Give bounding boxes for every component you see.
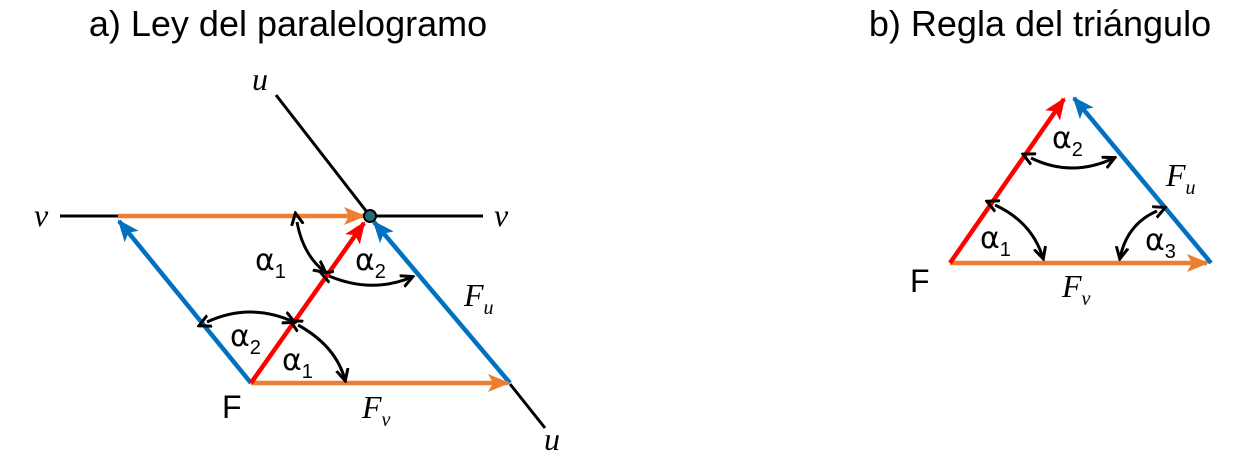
point-label-f: F bbox=[222, 389, 242, 425]
panel-b-title: b) Regla del triángulo bbox=[869, 3, 1211, 44]
angle-label-alpha2-lower: α2 bbox=[230, 319, 261, 359]
angle-arc-alpha1-lower bbox=[298, 325, 345, 380]
panel-b-triangle: b) Regla del triángulo α2 α1 α3 Fu Fv F bbox=[869, 3, 1213, 310]
vector-fu-right bbox=[372, 220, 512, 385]
force-label-fu-b: Fu bbox=[1165, 157, 1196, 199]
angle-label-alpha3-b: α3 bbox=[1145, 223, 1176, 263]
axis-u-top-label: u bbox=[252, 61, 268, 97]
angle-label-alpha2-b: α2 bbox=[1052, 121, 1083, 161]
force-label-fu: Fu bbox=[463, 277, 494, 319]
angle-arc-alpha2-upper bbox=[329, 276, 412, 285]
angle-arc-alpha2-lower bbox=[207, 310, 294, 322]
angle-arc-alpha3-b bbox=[1120, 211, 1157, 258]
vector-fu-left bbox=[117, 219, 253, 385]
angle-arc-alpha1-b bbox=[995, 205, 1043, 258]
axis-v-left-label: v bbox=[34, 197, 49, 233]
panel-a-title: a) Ley del paralelogramo bbox=[89, 3, 487, 44]
axis-u-bottom-label: u bbox=[544, 421, 560, 456]
axis-v-right-label: v bbox=[494, 197, 509, 233]
vector-fu-b bbox=[1072, 96, 1213, 265]
angle-label-alpha2-upper: α2 bbox=[355, 243, 386, 283]
panel-a-parallelogram: a) Ley del paralelogramo u u v v α1 α2 α… bbox=[34, 3, 560, 456]
axis-u-line-upper bbox=[274, 94, 372, 217]
force-label-fv-b: Fv bbox=[1061, 268, 1091, 310]
angle-arc-alpha1-upper bbox=[297, 222, 325, 272]
intersection-point bbox=[363, 209, 377, 223]
axis-u-line-lower bbox=[508, 383, 547, 429]
angle-label-alpha1-upper: α1 bbox=[255, 243, 286, 283]
angle-arc-alpha2-b bbox=[1031, 158, 1114, 170]
point-label-f-b: F bbox=[910, 263, 930, 299]
angle-label-alpha1-lower: α1 bbox=[282, 343, 313, 383]
vector-resultant-f bbox=[249, 221, 366, 385]
angle-label-alpha1-b: α1 bbox=[980, 221, 1011, 261]
force-label-fv: Fv bbox=[361, 389, 391, 431]
vector-resultant-f-b bbox=[948, 97, 1066, 265]
